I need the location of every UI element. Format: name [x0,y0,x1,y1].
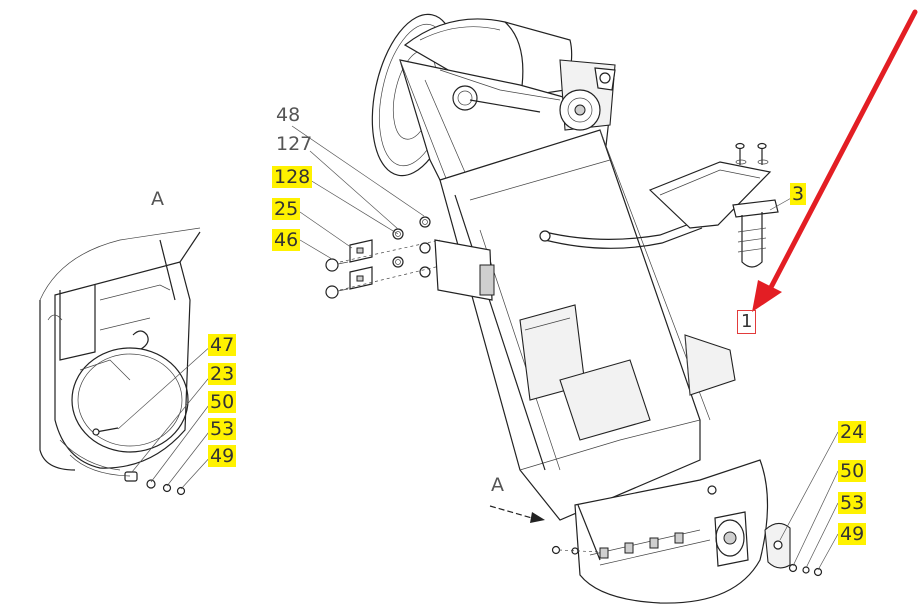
callout-50-left: 50 [208,391,237,413]
callout-49-right: 49 [838,523,867,545]
callout-47: 47 [208,334,237,356]
callout-128: 128 [272,166,313,188]
elevator-housing [371,13,823,604]
leader-lines-right [769,196,839,571]
callout-24: 24 [838,421,867,443]
detail-view-a [39,227,201,496]
view-direction-arrow [489,505,545,523]
callout-50-right: 50 [838,460,867,482]
callout-46: 46 [272,229,301,251]
callout-23: 23 [208,363,237,385]
detail-view-label: A [151,188,164,210]
leader-lines-middle [291,125,425,260]
hardware-parts [325,216,441,299]
view-arrow-label: A [491,474,504,496]
red-pointer-arrow [752,9,918,312]
callout-53-left: 53 [208,418,237,440]
callout-48: 48 [276,104,301,126]
callout-25: 25 [272,198,301,220]
callout-49-left: 49 [208,445,237,467]
leader-lines-left [117,344,213,490]
callout-3: 3 [790,183,807,205]
callout-53-right: 53 [838,492,867,514]
callout-1: 1 [737,310,757,334]
callout-127: 127 [276,133,313,155]
